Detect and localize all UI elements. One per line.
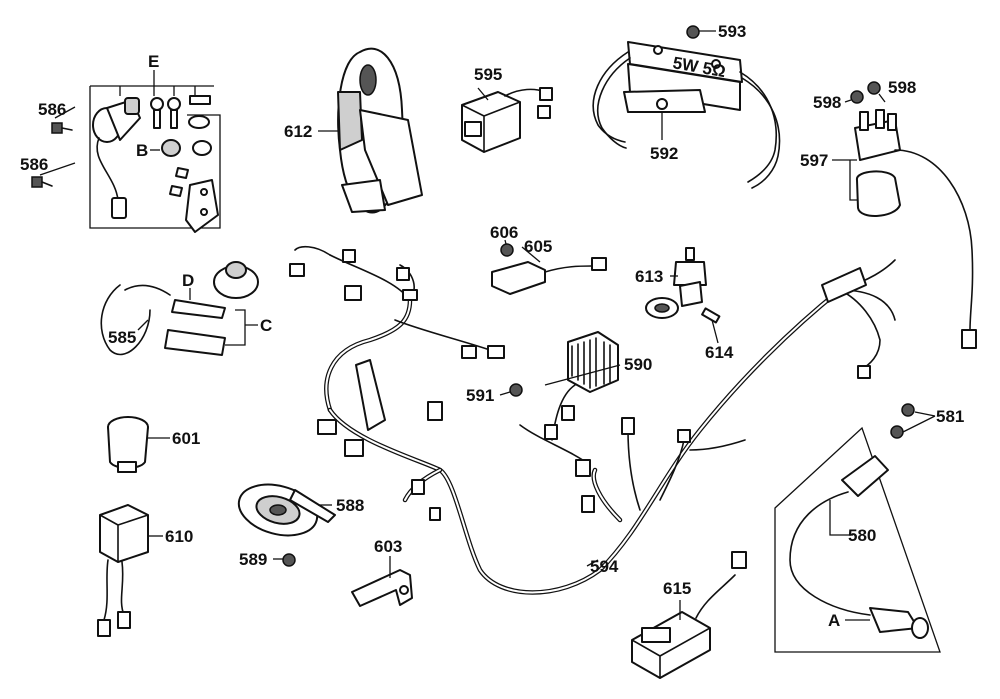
label-A: A [828,611,840,630]
regulator-590 [509,331,619,441]
wire-harness-594 [289,245,896,595]
label-612: 612 [284,122,312,141]
callout-labels: 586 586 E B 612 595 593 592 598 598 597 … [20,22,964,630]
label-594: 594 [590,557,619,576]
label-E: E [148,52,159,71]
label-588: 588 [336,496,364,515]
label-597: 597 [800,151,828,170]
label-601: 601 [172,429,200,448]
bolt-586-icon [31,122,73,188]
label-598-b: 598 [888,78,916,97]
label-581: 581 [936,407,964,426]
ignition-coil-613 [645,247,721,324]
leader-lines [39,30,936,621]
label-586-b: 586 [20,155,48,174]
label-613: 613 [635,267,663,286]
label-D: D [182,271,194,290]
flasher-610 [97,504,149,637]
starter-relay-597 [849,81,977,349]
label-593: 593 [718,22,746,41]
cdi-unit-615 [631,551,747,679]
label-585: 585 [108,328,136,347]
label-B: B [136,141,148,160]
label-598-a: 598 [813,93,841,112]
label-595: 595 [474,65,502,84]
label-615: 615 [663,579,691,598]
rubber-cover-612 [337,47,423,214]
label-C: C [260,316,272,335]
resistor-592: 5W 5Ω [592,25,781,189]
label-606: 606 [490,223,518,242]
label-580: 580 [848,526,876,545]
module-595 [461,87,553,153]
label-589: 589 [239,550,267,569]
horn-assy [100,261,259,356]
ignition-switch-kit [31,70,221,233]
label-592: 592 [650,144,678,163]
label-605: 605 [524,237,552,256]
label-590: 590 [624,355,652,374]
label-610: 610 [165,527,193,546]
label-586-a: 586 [38,100,66,119]
key-icon [150,97,181,129]
horn-588 [237,483,336,567]
label-614: 614 [705,343,734,362]
label-603: 603 [374,537,402,556]
fuse-holder-601 [107,416,149,473]
spark-plug-cap-kit [774,403,941,653]
bracket-603 [351,569,413,607]
sensor-605 [491,243,607,295]
label-591: 591 [466,386,494,405]
